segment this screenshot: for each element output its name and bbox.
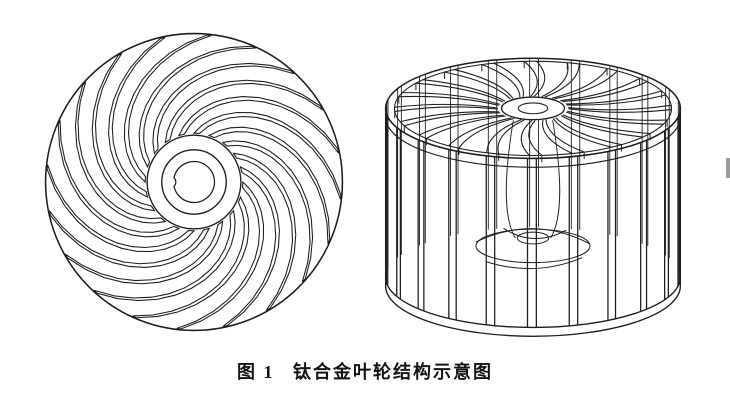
impeller-front-view-drawing: [44, 32, 344, 332]
figure-caption-title: 钛合金叶轮结构示意图: [293, 362, 493, 382]
figure-caption: 图 1 钛合金叶轮结构示意图: [0, 358, 730, 384]
impeller-isometric-drawing: [384, 57, 682, 337]
scan-artifact: [726, 158, 730, 178]
figure-caption-label: 图 1: [237, 362, 275, 382]
